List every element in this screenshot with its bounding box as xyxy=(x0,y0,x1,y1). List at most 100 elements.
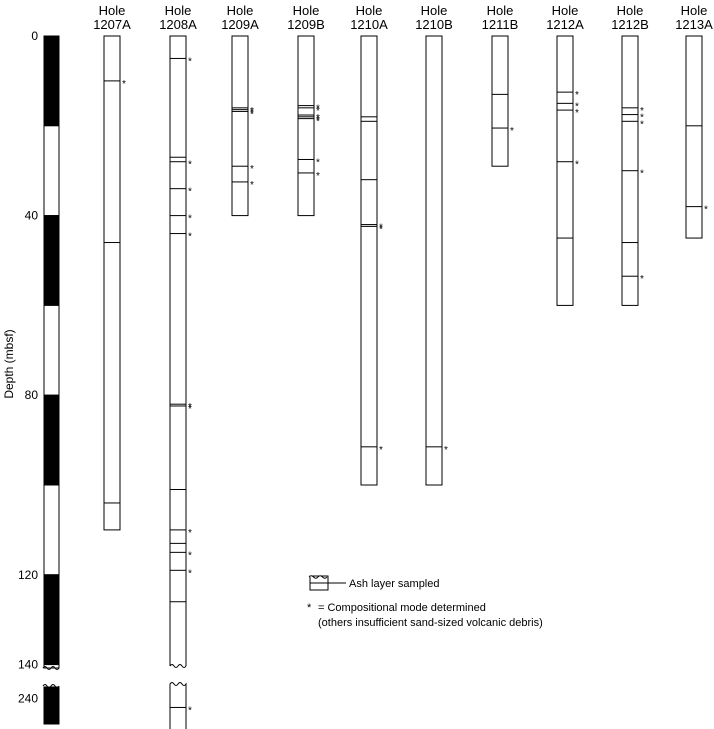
hole-id: 1211B xyxy=(482,17,519,32)
depth-axis-ticks: 0 40 80 120 140 240 xyxy=(18,29,38,705)
core-column xyxy=(103,35,121,531)
scale-block xyxy=(43,686,60,725)
scale-block xyxy=(43,215,60,306)
depth-tick-label: 240 xyxy=(18,691,38,705)
compositional-mode-marker: * xyxy=(704,205,708,216)
compositional-mode-marker: * xyxy=(640,113,644,124)
compositional-mode-marker: * xyxy=(250,106,254,117)
compositional-mode-marker: * xyxy=(316,113,320,124)
hole-label: Hole xyxy=(421,3,448,18)
scale-block xyxy=(43,394,60,486)
hole-id: 1213A xyxy=(675,17,713,32)
hole-id: 1209B xyxy=(287,17,325,32)
compositional-mode-marker: * xyxy=(379,223,383,234)
compositional-mode-marker: * xyxy=(379,224,383,235)
compositional-mode-marker: * xyxy=(250,108,254,119)
hole-id: 1212A xyxy=(546,17,584,32)
scale-block xyxy=(43,125,60,217)
compositional-mode-marker: * xyxy=(316,171,320,182)
depth-axis-title: Depth (mbsf) xyxy=(2,329,16,398)
legend-ash-symbol xyxy=(308,575,346,591)
compositional-mode-marker: * xyxy=(640,119,644,130)
core-break-mark xyxy=(169,664,187,668)
core-column xyxy=(169,682,187,729)
scale-block xyxy=(43,574,60,666)
compositional-mode-marker: * xyxy=(444,445,448,456)
legend: Ash layer sampled * = Compositional mode… xyxy=(307,575,543,629)
compositional-mode-marker: * xyxy=(188,232,192,243)
compositional-mode-marker: * xyxy=(188,404,192,415)
core-column xyxy=(360,35,378,486)
legend-star-label: = Compositional mode determined xyxy=(318,602,486,614)
legend-ash-label: Ash layer sampled xyxy=(349,578,440,590)
compositional-mode-marker: * xyxy=(122,79,126,90)
core-column xyxy=(556,35,574,306)
hole-label: Hole xyxy=(681,3,708,18)
hole-label: Hole xyxy=(617,3,644,18)
scale-block xyxy=(43,304,60,396)
compositional-mode-marker: * xyxy=(640,274,644,285)
compositional-mode-marker: * xyxy=(188,56,192,67)
compositional-mode-marker: * xyxy=(250,180,254,191)
core-column xyxy=(297,35,315,217)
hole-label: Hole xyxy=(227,3,254,18)
hole-id: 1210B xyxy=(415,17,453,32)
legend-star-symbol: * xyxy=(307,602,312,614)
compositional-mode-marker: * xyxy=(316,115,320,126)
hole-label: Hole xyxy=(487,3,514,18)
axis-break-mark xyxy=(42,666,60,670)
hole-id: 1212B xyxy=(611,17,649,32)
compositional-mode-marker: * xyxy=(188,214,192,225)
compositional-mode-marker: * xyxy=(188,160,192,171)
compositional-mode-marker: * xyxy=(188,528,192,539)
compositional-mode-marker: * xyxy=(575,101,579,112)
compositional-mode-marker: * xyxy=(510,126,514,137)
core-column xyxy=(169,35,187,666)
depth-tick-label: 80 xyxy=(25,388,39,402)
hole-label: Hole xyxy=(552,3,579,18)
depth-tick-label: 0 xyxy=(31,29,38,43)
depth-scale-bar xyxy=(42,35,60,725)
compositional-mode-marker: * xyxy=(575,90,579,101)
depth-tick-label: 40 xyxy=(25,209,39,223)
hole-id: 1209A xyxy=(221,17,259,32)
core-column xyxy=(231,35,249,217)
compositional-mode-marker: * xyxy=(640,106,644,117)
compositional-mode-marker: * xyxy=(575,108,579,119)
hole-label: Hole xyxy=(356,3,383,18)
depth-tick-label: 120 xyxy=(18,568,38,582)
hole-id: 1210A xyxy=(350,17,388,32)
hole-columns: Hole1207A*Hole1208A***********Hole1209A*… xyxy=(93,3,713,729)
core-column xyxy=(425,35,443,486)
legend-star-sublabel: (others insufficient sand-sized volcanic… xyxy=(318,617,543,629)
core-column xyxy=(491,35,509,167)
hole-label: Hole xyxy=(99,3,126,18)
depth-tick-label: 140 xyxy=(18,658,38,672)
compositional-mode-marker: * xyxy=(250,164,254,175)
scale-block xyxy=(43,484,60,576)
hole-id: 1208A xyxy=(159,17,197,32)
compositional-mode-marker: * xyxy=(188,187,192,198)
compositional-mode-marker: * xyxy=(379,445,383,456)
compositional-mode-marker: * xyxy=(316,104,320,115)
compositional-mode-marker: * xyxy=(250,109,254,120)
compositional-mode-marker: * xyxy=(188,705,192,716)
compositional-mode-marker: * xyxy=(188,550,192,561)
core-column xyxy=(685,35,703,239)
compositional-mode-marker: * xyxy=(640,169,644,180)
scale-block xyxy=(43,35,60,127)
compositional-mode-marker: * xyxy=(575,160,579,171)
compositional-mode-marker: * xyxy=(188,568,192,579)
compositional-mode-marker: * xyxy=(316,157,320,168)
hole-label: Hole xyxy=(293,3,320,18)
